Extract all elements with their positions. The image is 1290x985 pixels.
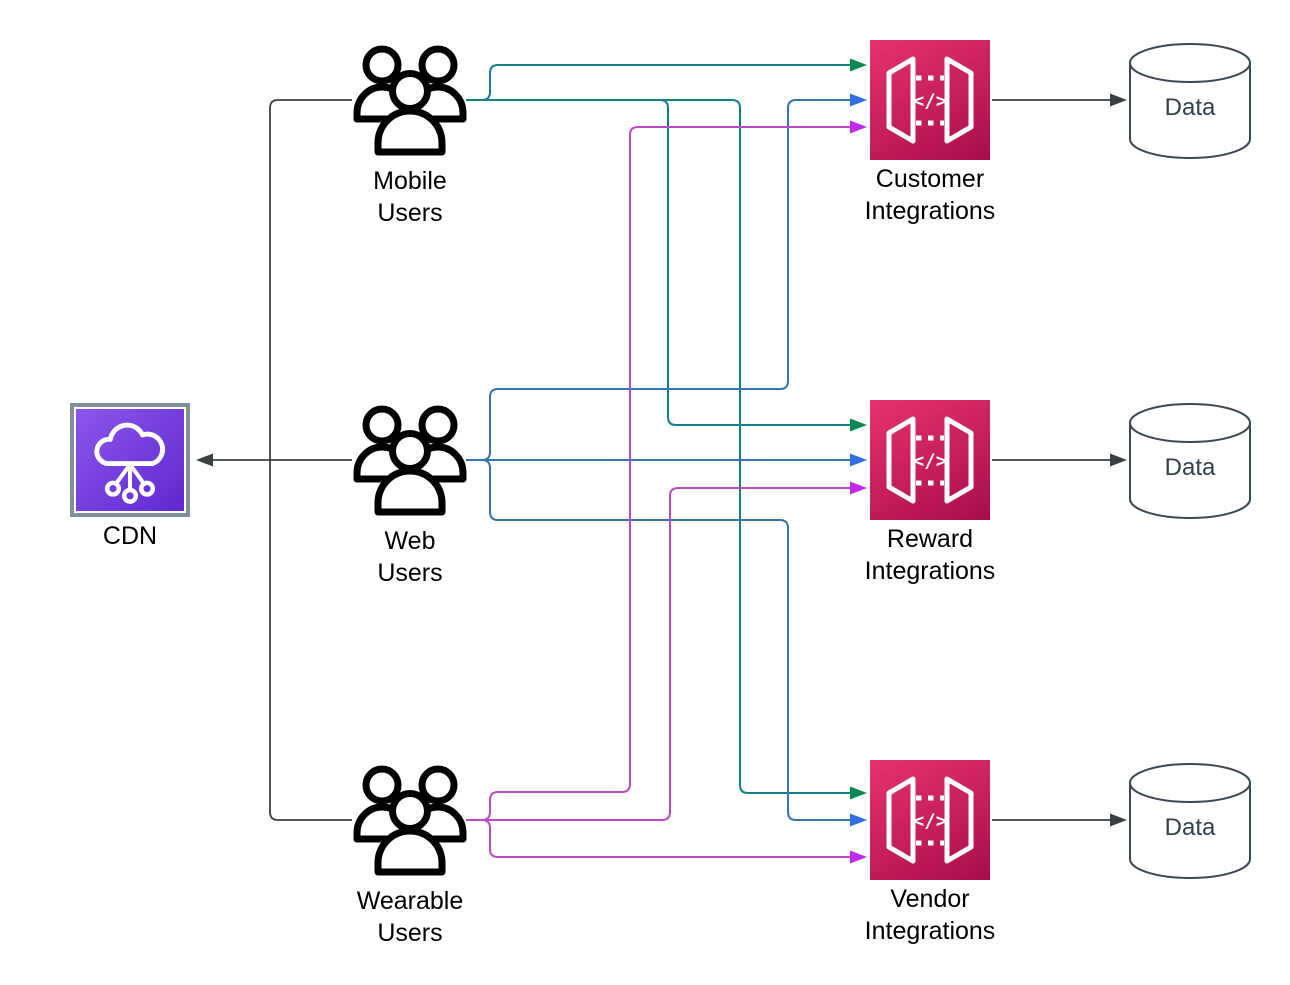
edge-mobile-to-reward — [466, 99, 867, 432]
customer-integrations-line1: Customer — [875, 165, 985, 193]
edge-wearable-to-customer — [466, 120, 867, 821]
edge-wearable-to-vendor — [466, 819, 867, 864]
node-mobile-users: Mobile Users — [328, 38, 492, 229]
cdn-icon — [70, 403, 190, 517]
api-integration-icon: </> — [870, 400, 990, 520]
node-reward-integrations: </> Reward Integrations — [830, 400, 1030, 587]
api-glyph: </> — [886, 416, 974, 504]
api-glyph: </> — [886, 56, 974, 144]
web-users-label: Web Users — [377, 525, 442, 589]
mobile-users-line2: Users — [377, 199, 443, 227]
svg-text:</>: </> — [913, 450, 947, 472]
node-data-store-1: Data — [1128, 42, 1252, 160]
node-data-store-3: Data — [1128, 762, 1252, 880]
vendor-integrations-line2: Integrations — [864, 917, 996, 945]
svg-text:</>: </> — [913, 90, 947, 112]
cdn-label-text: CDN — [102, 522, 158, 550]
node-wearable-users: Wearable Users — [328, 758, 492, 949]
customer-integrations-label: Customer Integrations — [865, 163, 996, 227]
api-glyph: </> — [886, 776, 974, 864]
database-cylinder-icon — [1129, 763, 1251, 879]
node-web-users: Web Users — [328, 398, 492, 589]
node-customer-integrations: </> Customer Integrations — [830, 40, 1030, 227]
users-icon — [353, 765, 467, 876]
node-vendor-integrations: </> Vendor Integrations — [830, 760, 1030, 947]
reward-integrations-line2: Integrations — [864, 557, 996, 585]
edge-mobile-to-customer — [466, 58, 867, 101]
database-cylinder-icon — [1129, 43, 1251, 159]
edge-web-to-customer — [466, 93, 867, 461]
wearable-users-label: Wearable Users — [357, 885, 464, 949]
web-users-line2: Users — [377, 559, 443, 587]
data-store-label: Data — [1164, 814, 1216, 841]
edge-wearable-to-reward — [466, 481, 867, 821]
reward-integrations-line1: Reward — [886, 525, 974, 553]
vendor-integrations-label: Vendor Integrations — [865, 883, 996, 947]
cdn-label: CDN — [103, 520, 157, 552]
api-integration-icon: </> — [870, 40, 990, 160]
api-integration-icon: </> — [870, 760, 990, 880]
node-data-store-2: Data — [1128, 402, 1252, 520]
users-icon — [353, 405, 467, 516]
wearable-users-line2: Users — [377, 919, 443, 947]
mobile-users-line1: Mobile — [373, 167, 447, 195]
svg-text:</>: </> — [913, 810, 947, 832]
edge-web-to-vendor — [466, 459, 867, 827]
web-users-line1: Web — [384, 527, 436, 555]
data-store-label: Data — [1164, 94, 1216, 121]
reward-integrations-label: Reward Integrations — [865, 523, 996, 587]
users-icon — [353, 45, 467, 156]
customer-integrations-line2: Integrations — [864, 197, 996, 225]
mobile-users-label: Mobile Users — [373, 165, 447, 229]
data-store-label: Data — [1164, 454, 1216, 481]
edge-mobile-to-vendor — [466, 99, 867, 800]
edge-web-to-reward — [466, 453, 867, 467]
database-cylinder-icon — [1129, 403, 1251, 519]
wearable-users-line1: Wearable — [356, 887, 464, 915]
vendor-integrations-line1: Vendor — [890, 885, 970, 913]
cloud-network-glyph — [94, 422, 166, 504]
node-cdn: CDN — [70, 403, 190, 552]
